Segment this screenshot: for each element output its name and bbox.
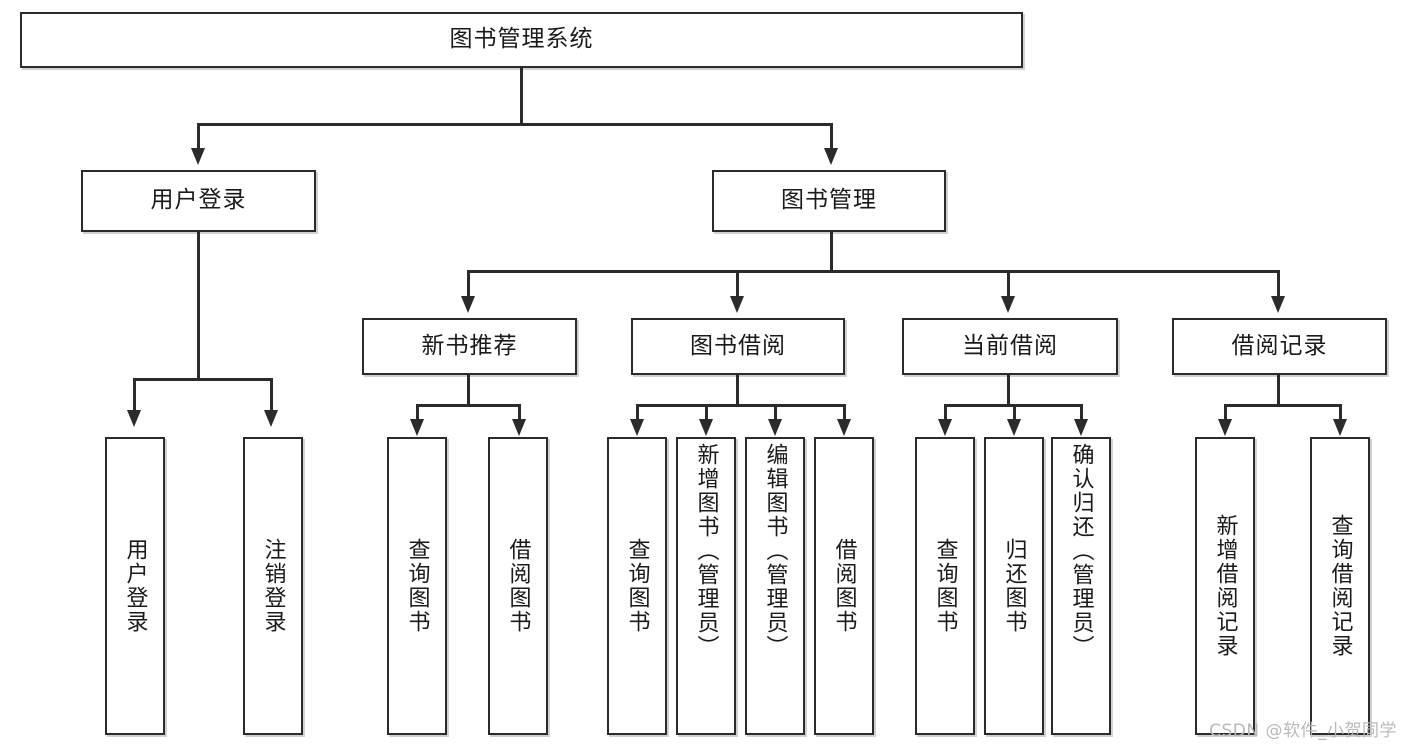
leaf-borrow-book[interactable]: 借阅图书 — [814, 437, 874, 735]
connector-current-borrow-bus — [944, 404, 1081, 407]
node-borrow-records[interactable]: 借阅记录 — [1172, 318, 1387, 375]
connector-book-management-bus — [467, 270, 1280, 273]
node-label: 借阅记录 — [1231, 332, 1328, 359]
connector-book-management-stem — [830, 232, 833, 272]
leaf-query-book-borrow[interactable]: 查询图书 — [607, 437, 667, 735]
connector-to-leaf — [843, 404, 846, 426]
leaf-label: 新增图书（管理员） — [693, 443, 719, 659]
leaf-query-book-recommend[interactable]: 查询图书 — [387, 437, 447, 735]
connector-to-leaf — [1080, 404, 1083, 426]
node-label: 图书借阅 — [690, 332, 786, 359]
connector-to-leaf — [1224, 404, 1227, 426]
connector-root-stem — [520, 68, 523, 124]
arrowhead-icon — [824, 148, 838, 165]
leaf-label: 归还图书 — [1001, 538, 1027, 634]
node-label: 新书推荐 — [421, 332, 518, 359]
connector-to-leaf — [270, 378, 273, 412]
connector-to-leaf — [1339, 404, 1342, 426]
connector-to-leaf — [416, 404, 419, 426]
leaf-borrow-book-recommend[interactable]: 借阅图书 — [488, 437, 548, 735]
leaf-label: 查询图书 — [932, 538, 958, 634]
connector-to-leaf — [944, 404, 947, 426]
connector-to-leaf — [518, 404, 521, 426]
node-new-book-recommend[interactable]: 新书推荐 — [362, 318, 577, 375]
arrowhead-icon — [837, 419, 851, 436]
leaf-confirm-return-admin[interactable]: 确认归还（管理员） — [1051, 437, 1111, 735]
node-label: 图书管理系统 — [449, 26, 594, 53]
arrowhead-icon — [938, 419, 952, 436]
connector-to-level3 — [1007, 270, 1010, 298]
node-label: 图书管理 — [781, 187, 877, 214]
node-current-borrow[interactable]: 当前借阅 — [902, 318, 1118, 375]
arrowhead-icon — [768, 419, 782, 436]
connector-to-leaf — [774, 404, 777, 426]
node-user-login[interactable]: 用户登录 — [81, 170, 316, 232]
leaf-label: 新增借阅记录 — [1212, 514, 1238, 658]
connector-current-borrow-stem — [1007, 375, 1010, 406]
connector-user-login-bus — [133, 378, 272, 381]
leaf-add-borrow-record[interactable]: 新增借阅记录 — [1195, 437, 1255, 735]
node-book-management[interactable]: 图书管理 — [712, 170, 946, 232]
arrowhead-icon — [127, 410, 141, 427]
leaf-label: 查询借阅记录 — [1327, 514, 1353, 658]
connector-book-borrow-stem — [736, 375, 739, 406]
connector-to-level3 — [736, 270, 739, 298]
connector-to-leaf — [1013, 404, 1016, 426]
leaf-user-logout[interactable]: 注销登录 — [243, 437, 303, 735]
arrowhead-icon — [1271, 296, 1285, 313]
arrowhead-icon — [699, 419, 713, 436]
leaf-label: 查询图书 — [624, 538, 650, 634]
arrowhead-icon — [264, 410, 278, 427]
connector-root-to-user-login — [197, 123, 200, 150]
arrowhead-icon — [1074, 419, 1088, 436]
leaf-query-book-current[interactable]: 查询图书 — [915, 437, 975, 735]
leaf-return-book[interactable]: 归还图书 — [984, 437, 1044, 735]
arrowhead-icon — [512, 419, 526, 436]
leaf-add-book-admin[interactable]: 新增图书（管理员） — [676, 437, 736, 735]
connector-user-login-stem — [197, 232, 200, 380]
connector-book-borrow-bus — [636, 404, 844, 407]
connector-new-book-stem — [467, 375, 470, 406]
connector-new-book-bus — [416, 404, 520, 407]
leaf-label: 借阅图书 — [505, 538, 531, 634]
connector-borrow-records-bus — [1224, 404, 1341, 407]
arrowhead-icon — [461, 296, 475, 313]
connector-root-bus — [197, 123, 833, 126]
connector-to-leaf — [636, 404, 639, 426]
arrowhead-icon — [1218, 419, 1232, 436]
arrowhead-icon — [730, 296, 744, 313]
leaf-label: 用户登录 — [122, 538, 148, 634]
arrowhead-icon — [630, 419, 644, 436]
arrowhead-icon — [1333, 419, 1347, 436]
leaf-label: 查询图书 — [404, 538, 430, 634]
leaf-query-borrow-record[interactable]: 查询借阅记录 — [1310, 437, 1370, 735]
leaf-label: 注销登录 — [260, 538, 286, 634]
node-book-borrow[interactable]: 图书借阅 — [631, 318, 845, 375]
connector-borrow-records-stem — [1277, 375, 1280, 406]
node-label: 用户登录 — [150, 187, 247, 214]
arrowhead-icon — [1007, 419, 1021, 436]
arrowhead-icon — [191, 148, 205, 165]
connector-root-to-book-management — [830, 123, 833, 150]
connector-to-level3 — [1277, 270, 1280, 298]
node-label: 当前借阅 — [962, 332, 1058, 359]
leaf-user-login[interactable]: 用户登录 — [105, 437, 165, 735]
arrowhead-icon — [1001, 296, 1015, 313]
connector-to-leaf — [133, 378, 136, 412]
connector-to-level3 — [467, 270, 470, 298]
leaf-label: 编辑图书（管理员） — [762, 443, 788, 659]
arrowhead-icon — [410, 419, 424, 436]
node-book-management-system[interactable]: 图书管理系统 — [20, 12, 1023, 68]
leaf-label: 借阅图书 — [831, 538, 857, 634]
leaf-label: 确认归还（管理员） — [1068, 443, 1094, 659]
connector-to-leaf — [705, 404, 708, 426]
leaf-edit-book-admin[interactable]: 编辑图书（管理员） — [745, 437, 805, 735]
